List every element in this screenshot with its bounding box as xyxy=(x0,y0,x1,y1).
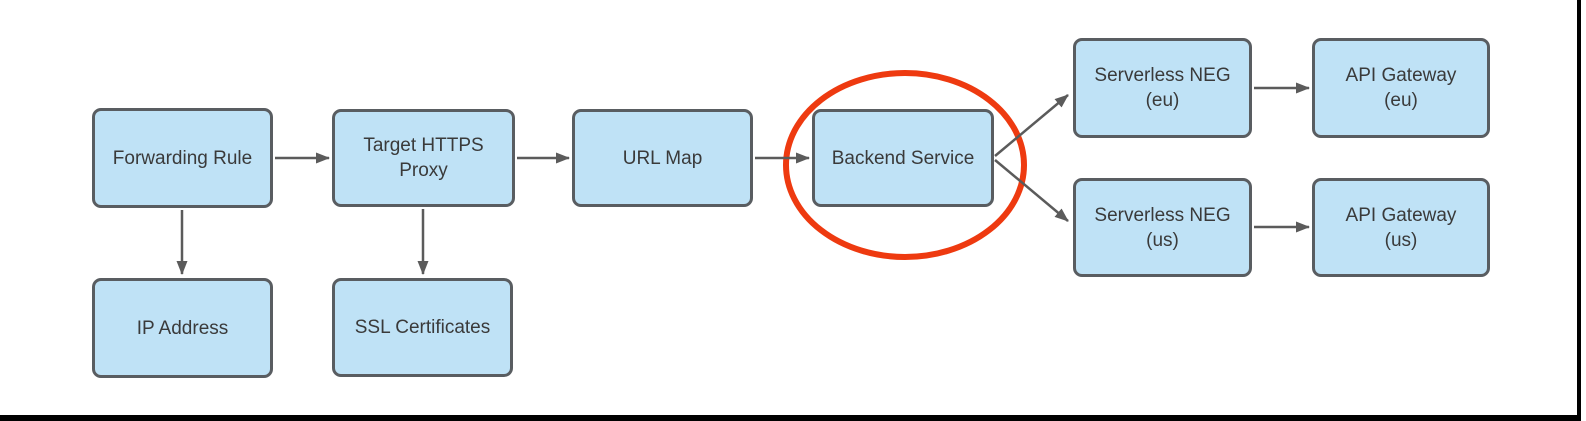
node-label: Serverless NEG xyxy=(1094,204,1231,226)
node-label: Backend Service xyxy=(831,147,975,169)
node-label: API Gateway xyxy=(1345,65,1457,86)
edge-backend-service-to-serverless-neg-eu xyxy=(994,94,1069,157)
node-label: Target HTTPS xyxy=(363,135,484,156)
node-label: (eu) xyxy=(1145,90,1180,111)
node-api-gateway-eu: API Gateway (eu) xyxy=(1312,38,1490,138)
node-api-gateway-us: API Gateway (us) xyxy=(1312,178,1490,277)
node-label: SSL Certificates xyxy=(354,317,491,338)
node-target-https-proxy: Target HTTPS Proxy xyxy=(332,109,515,207)
node-serverless-neg-eu: Serverless NEG (eu) xyxy=(1073,38,1252,138)
node-ip-address: IP Address xyxy=(92,278,273,378)
node-label: IP Address xyxy=(136,317,229,339)
frame-bottom-edge xyxy=(0,415,1581,421)
node-label: Proxy xyxy=(399,160,448,181)
node-label: API Gateway xyxy=(1345,204,1457,226)
node-label: (us) xyxy=(1384,229,1418,251)
node-serverless-neg-us: Serverless NEG (us) xyxy=(1073,178,1252,277)
node-forwarding-rule: Forwarding Rule xyxy=(92,108,273,208)
frame-right-edge xyxy=(1577,0,1581,421)
node-label: (eu) xyxy=(1384,90,1418,111)
edge-backend-service-to-serverless-neg-us xyxy=(994,159,1069,222)
node-label: URL Map xyxy=(622,147,703,169)
node-label: (us) xyxy=(1146,229,1179,251)
node-ssl-certificates: SSL Certificates xyxy=(332,278,513,377)
node-url-map: URL Map xyxy=(572,109,753,207)
highlight-ellipse xyxy=(783,70,1027,260)
node-backend-service: Backend Service xyxy=(812,109,994,207)
node-label: Forwarding Rule xyxy=(112,147,253,169)
node-label: Serverless NEG xyxy=(1094,65,1231,86)
